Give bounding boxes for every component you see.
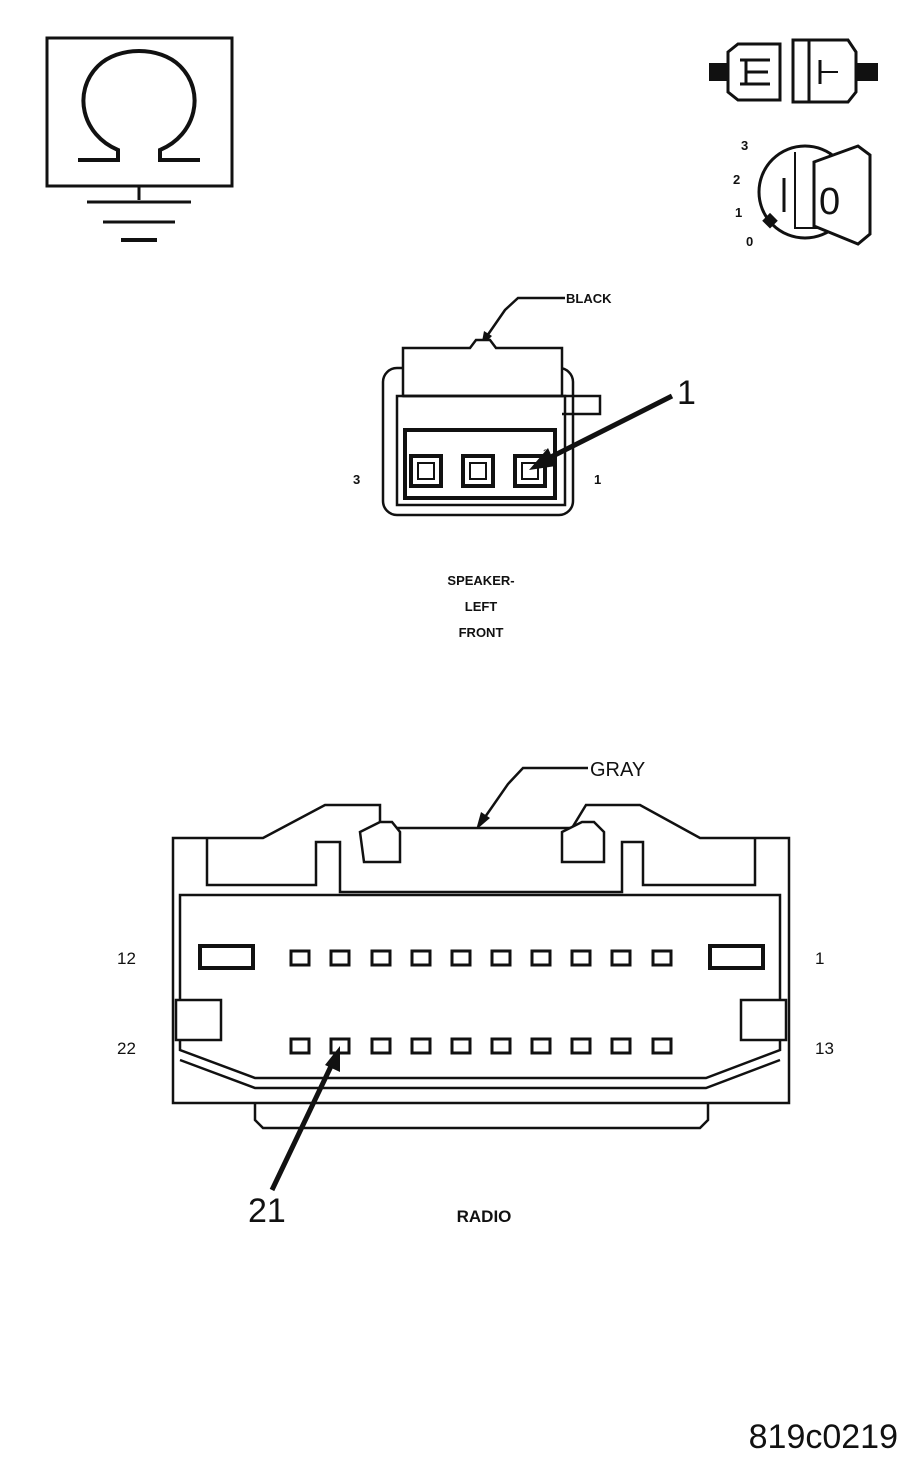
radio-pin-label-bottom-right: 13 [815, 1039, 834, 1058]
disconnect-connector-icon [709, 38, 878, 104]
ohmmeter-ground-icon [45, 36, 234, 242]
ignition-position-0: 0 [746, 234, 753, 249]
speaker-pin-label-right: 1 [594, 472, 601, 487]
speaker-pin-cavity [409, 454, 443, 488]
speaker-callout-number: 1 [677, 374, 696, 412]
radio-connector: GRAY [117, 759, 834, 1230]
radio-connector-title: RADIO [457, 1207, 512, 1226]
speaker-pin-mark-2: 2 [543, 448, 548, 458]
ignition-position-1: 1 [735, 205, 742, 220]
ignition-position-3: 3 [741, 138, 748, 153]
radio-connector-color-label: GRAY [590, 759, 645, 781]
ignition-position-2: 2 [733, 172, 740, 187]
radio-callout-number: 21 [248, 1192, 286, 1230]
speaker-connector-color-label: BLACK [566, 291, 612, 306]
ignition-key-off-icon: 3 2 1 0 0 [733, 138, 872, 249]
radio-pin-label-top-left: 12 [117, 949, 136, 968]
speaker-connector-title-line-1: SPEAKER- [447, 573, 514, 588]
radio-pin-label-bottom-left: 22 [117, 1039, 136, 1058]
speaker-connector-title-line-2: LEFT [465, 599, 498, 614]
radio-pin-label-top-right: 1 [815, 949, 824, 968]
figure-id: 819c0219 [749, 1418, 898, 1456]
radio-pin-row-bottom [289, 1037, 673, 1055]
speaker-pin-cavity [461, 454, 495, 488]
speaker-connector-title-line-3: FRONT [459, 625, 504, 640]
ignition-key-label: 0 [819, 181, 840, 223]
speaker-connector: BLACK 1 2 3 1 SPEAKER- LEFT FRONT [353, 291, 696, 640]
speaker-pin-label-left: 3 [353, 472, 360, 487]
radio-pin-row-top [289, 949, 673, 967]
